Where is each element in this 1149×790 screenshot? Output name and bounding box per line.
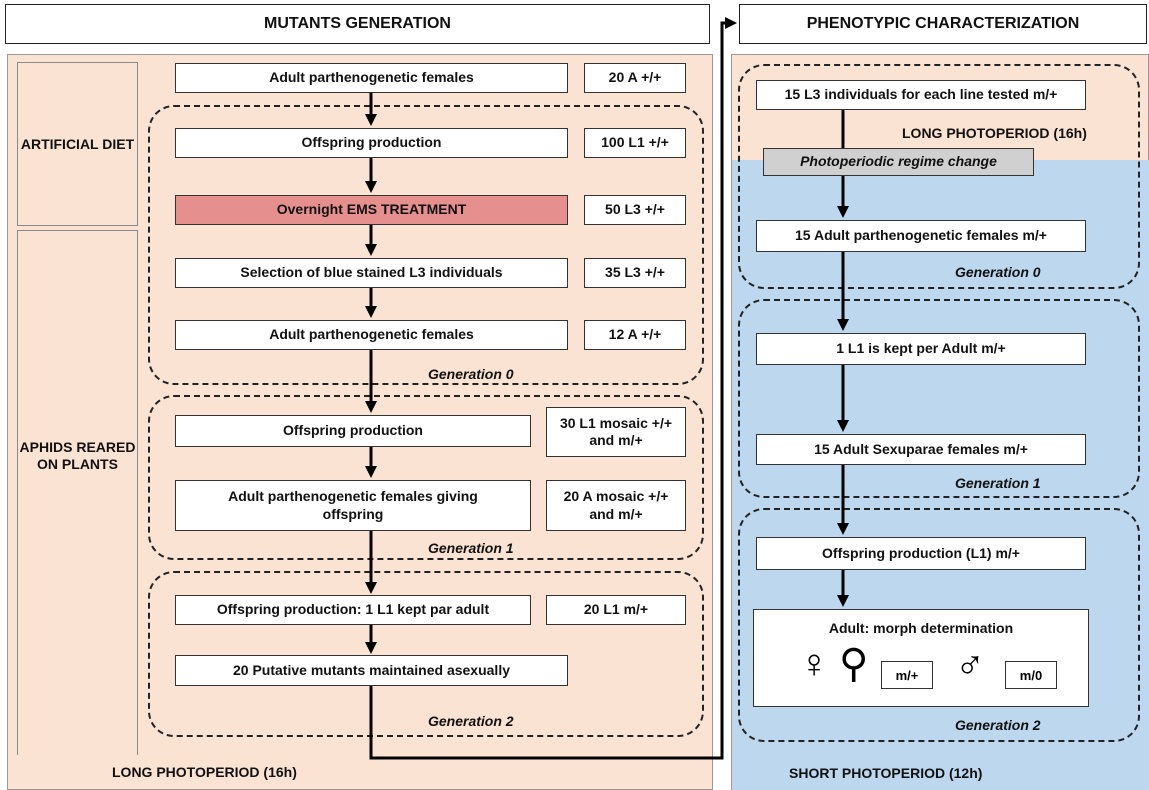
- left-step-9: 20 Putative mutants maintained asexually: [175, 655, 568, 686]
- left-step-7-count: 20 A mosaic +/+ and m/+: [546, 480, 686, 531]
- header-phenotypic-characterization: PHENOTYPIC CHARACTERIZATION: [739, 4, 1147, 44]
- left-step-4-count: 35 L3 +/+: [584, 258, 686, 288]
- header-mutants-generation: MUTANTS GENERATION: [5, 4, 710, 44]
- left-generation-1-label: Generation 1: [428, 540, 514, 556]
- left-step-3-ems: Overnight EMS TREATMENT: [175, 195, 568, 225]
- left-generation-0-label: Generation 0: [428, 366, 514, 382]
- left-generation-2-group: [148, 571, 704, 737]
- left-step-1-count: 20 A +/+: [584, 63, 686, 93]
- left-step-8: Offspring production: 1 L1 kept par adul…: [175, 595, 531, 625]
- side-label-artificial-diet: ARTIFICIAL DIET: [17, 62, 138, 226]
- left-generation-1-group: [148, 395, 704, 560]
- right-step-4: 15 Adult Sexuparae females m/+: [756, 434, 1086, 465]
- left-step-2: Offspring production: [175, 128, 568, 158]
- left-step-6: Offspring production: [175, 415, 531, 447]
- left-step-1: Adult parthenogenetic females: [175, 63, 568, 93]
- right-generation-1-label: Generation 1: [955, 475, 1041, 491]
- right-generation-2-group: [738, 508, 1140, 742]
- right-short-photoperiod-label: SHORT PHOTOPERIOD (12h): [789, 765, 983, 781]
- left-generation-0-group: [148, 105, 704, 385]
- right-generation-2-label: Generation 2: [955, 717, 1041, 733]
- male-symbol-icon: ♂: [955, 642, 985, 686]
- male-morph-label: m/0: [1005, 661, 1057, 689]
- left-step-4: Selection of blue stained L3 individuals: [175, 258, 568, 288]
- female-symbol-icon: ♀: [799, 642, 829, 686]
- left-step-5-count: 12 A +/+: [584, 320, 686, 350]
- left-step-5: Adult parthenogenetic females: [175, 320, 568, 350]
- right-generation-0-group: [738, 64, 1140, 289]
- right-long-photoperiod-label: LONG PHOTOPERIOD (16h): [902, 125, 1087, 141]
- left-step-6-count: 30 L1 mosaic +/+ and m/+: [546, 407, 686, 457]
- right-step-2: 15 Adult parthenogenetic females m/+: [756, 220, 1086, 252]
- right-step-1: 15 L3 individuals for each line tested m…: [756, 80, 1086, 110]
- left-photoperiod-label: LONG PHOTOPERIOD (16h): [112, 764, 297, 780]
- right-generation-1-group: [738, 299, 1140, 498]
- right-step-morph: Adult: morph determination: [753, 609, 1089, 707]
- right-step-regime-change: Photoperiodic regime change: [763, 148, 1034, 176]
- right-step-5: Offspring production (L1) m/+: [756, 537, 1086, 570]
- left-step-2-count: 100 L1 +/+: [584, 128, 686, 158]
- right-step-3: 1 L1 is kept per Adult m/+: [756, 333, 1086, 365]
- right-generation-0-label: Generation 0: [955, 264, 1041, 280]
- side-label-aphids-plants: APHIDS REARED ON PLANTS: [17, 230, 138, 755]
- female-morph-label: m/+: [881, 661, 933, 689]
- left-step-3-count: 50 L3 +/+: [584, 195, 686, 225]
- left-step-7: Adult parthenogenetic females giving off…: [175, 480, 531, 531]
- female-symbol-icon: ⚲: [839, 642, 869, 686]
- left-step-8-count: 20 L1 m/+: [546, 595, 686, 625]
- left-generation-2-label: Generation 2: [428, 713, 514, 729]
